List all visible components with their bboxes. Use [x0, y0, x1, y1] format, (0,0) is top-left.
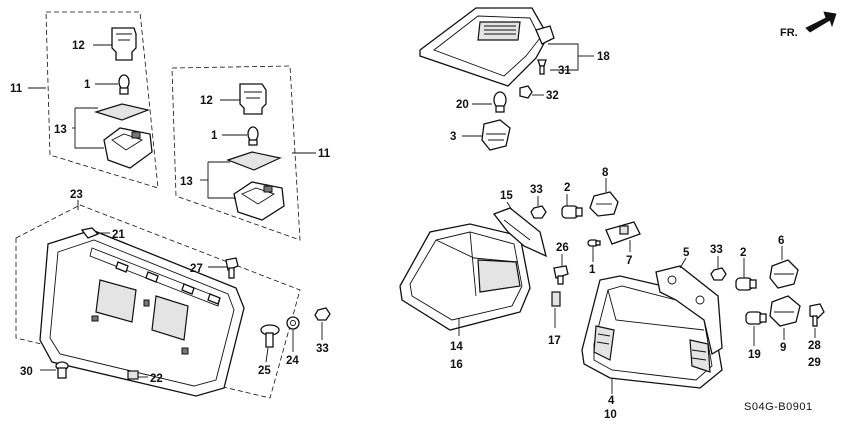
callout-33: 33	[316, 343, 329, 355]
socket-part	[605, 221, 641, 245]
callout-24: 24	[286, 355, 299, 367]
bulb-part	[735, 277, 757, 291]
callout-20: 20	[456, 99, 469, 111]
housing-part	[103, 127, 153, 169]
socket-part	[481, 119, 511, 151]
group-frame-right	[171, 65, 301, 241]
callout-5: 5	[683, 247, 690, 259]
callout-23: 23	[70, 189, 83, 201]
callout-16: 16	[450, 359, 463, 371]
nut-part	[314, 307, 331, 321]
callout-3: 3	[450, 131, 456, 143]
socket-part	[589, 191, 619, 217]
direction-label: FR.	[780, 27, 798, 39]
callout-13: 13	[54, 124, 67, 136]
callout-2: 2	[740, 247, 746, 259]
callout-2: 2	[564, 182, 570, 194]
clip-part	[519, 85, 533, 99]
license-lamp-group-right	[171, 65, 316, 241]
front-arrow-icon	[805, 11, 837, 33]
callout-22: 22	[150, 373, 163, 385]
callout-29: 29	[808, 357, 821, 369]
nut-part	[530, 205, 547, 219]
callout-9: 9	[780, 342, 786, 354]
group-frame-left	[45, 11, 159, 189]
high-mount-light-part	[419, 7, 555, 87]
callout-12: 12	[200, 95, 213, 107]
bulb-part	[745, 311, 767, 325]
callout-15: 15	[500, 190, 513, 202]
callout-14: 14	[450, 341, 463, 353]
bulb-part	[587, 239, 601, 247]
garnish-part	[39, 229, 245, 397]
socket-part	[769, 259, 799, 289]
socket-part	[111, 27, 137, 61]
callout-4: 4	[608, 395, 615, 407]
front-direction-indicator: FR.	[780, 11, 837, 39]
callout-33: 33	[530, 184, 543, 196]
screw-part	[537, 59, 547, 75]
license-lamp-group-left	[28, 11, 159, 189]
callout-10: 10	[604, 409, 617, 421]
callout-33: 33	[710, 244, 723, 256]
license-garnish-group	[15, 200, 331, 399]
callout-27: 27	[190, 263, 203, 275]
callout-8: 8	[602, 167, 609, 179]
callout-28: 28	[808, 340, 821, 352]
callout-31: 31	[558, 65, 571, 77]
callout-21: 21	[112, 229, 125, 241]
callout-7: 7	[626, 255, 632, 267]
clip-part	[127, 370, 139, 380]
callout-32: 32	[546, 90, 559, 102]
callout-11: 11	[10, 83, 23, 95]
grommet-part	[55, 361, 69, 379]
inner-tail-light-part	[399, 207, 547, 331]
bulb-part	[493, 91, 507, 113]
callout-1: 1	[84, 79, 91, 91]
callout-13: 13	[180, 176, 193, 188]
gasket-part	[655, 265, 723, 356]
bulb-part	[561, 205, 583, 219]
callout-17: 17	[548, 335, 561, 347]
callout-6: 6	[778, 235, 784, 247]
callout-labels: 12 1 13 11 12 1 13 11 23 21 27 24 25 33 …	[10, 40, 821, 421]
callout-26: 26	[556, 242, 569, 254]
socket-part	[769, 295, 801, 327]
housing-part	[233, 181, 285, 221]
callout-30: 30	[20, 366, 33, 378]
callout-1: 1	[211, 130, 218, 142]
bulb-part	[118, 74, 130, 95]
garnish-frame	[15, 204, 301, 399]
diagram-code: S04G-B0901	[744, 401, 813, 413]
clip-part	[551, 291, 561, 307]
callout-11: 11	[318, 148, 331, 160]
callout-12: 12	[72, 40, 85, 52]
high-mount-light-group	[419, 7, 594, 151]
lens-part	[226, 151, 282, 171]
callout-18: 18	[597, 51, 610, 63]
socket-part	[239, 83, 267, 115]
bulb-part	[247, 126, 259, 146]
clip-part	[80, 227, 100, 239]
inner-tail-light-group	[399, 178, 641, 336]
screw-part	[809, 303, 825, 327]
bolt-part	[225, 257, 239, 279]
bolt-part	[260, 324, 280, 348]
callout-1: 1	[589, 264, 596, 276]
callout-25: 25	[258, 365, 271, 377]
nut-part	[710, 267, 727, 281]
outer-tail-light-group	[581, 246, 825, 394]
bolt-part	[553, 265, 569, 285]
callout-19: 19	[748, 349, 761, 361]
washer-part	[286, 316, 300, 330]
lens-part	[93, 103, 151, 121]
